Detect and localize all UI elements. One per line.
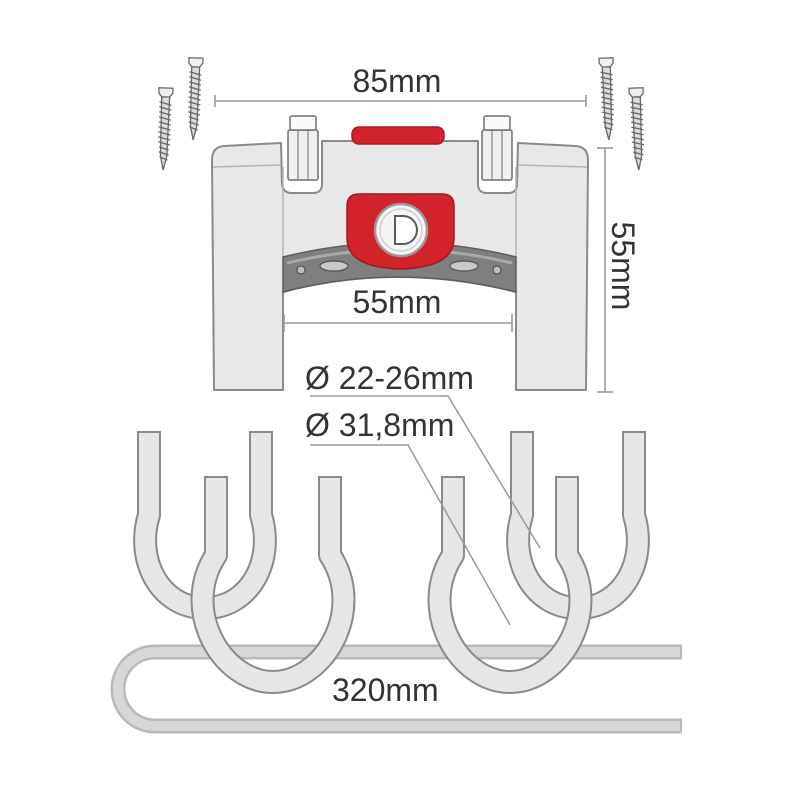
screw-icon bbox=[185, 57, 204, 141]
release-button bbox=[351, 126, 445, 145]
leader-clamp-small bbox=[310, 395, 541, 549]
leader-clamp-large bbox=[310, 444, 511, 626]
cable bbox=[110, 644, 682, 734]
label-cable-length: 320mm bbox=[332, 672, 439, 708]
dimension-inner-width bbox=[283, 314, 513, 332]
band-screw-icon bbox=[492, 265, 502, 275]
keyhole-icon bbox=[373, 202, 429, 258]
band-slot bbox=[319, 260, 349, 272]
label-clamp-small-diameter: Ø 22-26mm bbox=[305, 360, 474, 396]
screw-icon bbox=[628, 87, 647, 171]
label-clamp-large-diameter: Ø 31,8mm bbox=[305, 407, 454, 443]
adapter-body bbox=[211, 115, 589, 391]
dimension-top-width bbox=[214, 95, 587, 107]
band-slot bbox=[449, 260, 479, 272]
screw-icon bbox=[598, 57, 617, 141]
adapter-shoulder-lines bbox=[212, 164, 588, 258]
leader-lines bbox=[310, 395, 541, 626]
bolt-right bbox=[481, 115, 513, 181]
screw-icon bbox=[155, 87, 174, 171]
bolt-left bbox=[287, 115, 319, 181]
clamp-large-right bbox=[427, 476, 593, 694]
label-height: 55mm bbox=[605, 222, 641, 311]
band-screw-icon bbox=[296, 265, 306, 275]
label-inner-width: 55mm bbox=[353, 284, 442, 320]
clamp-large-left bbox=[190, 476, 356, 694]
dimension-height bbox=[597, 147, 613, 393]
label-top-width: 85mm bbox=[353, 63, 442, 99]
